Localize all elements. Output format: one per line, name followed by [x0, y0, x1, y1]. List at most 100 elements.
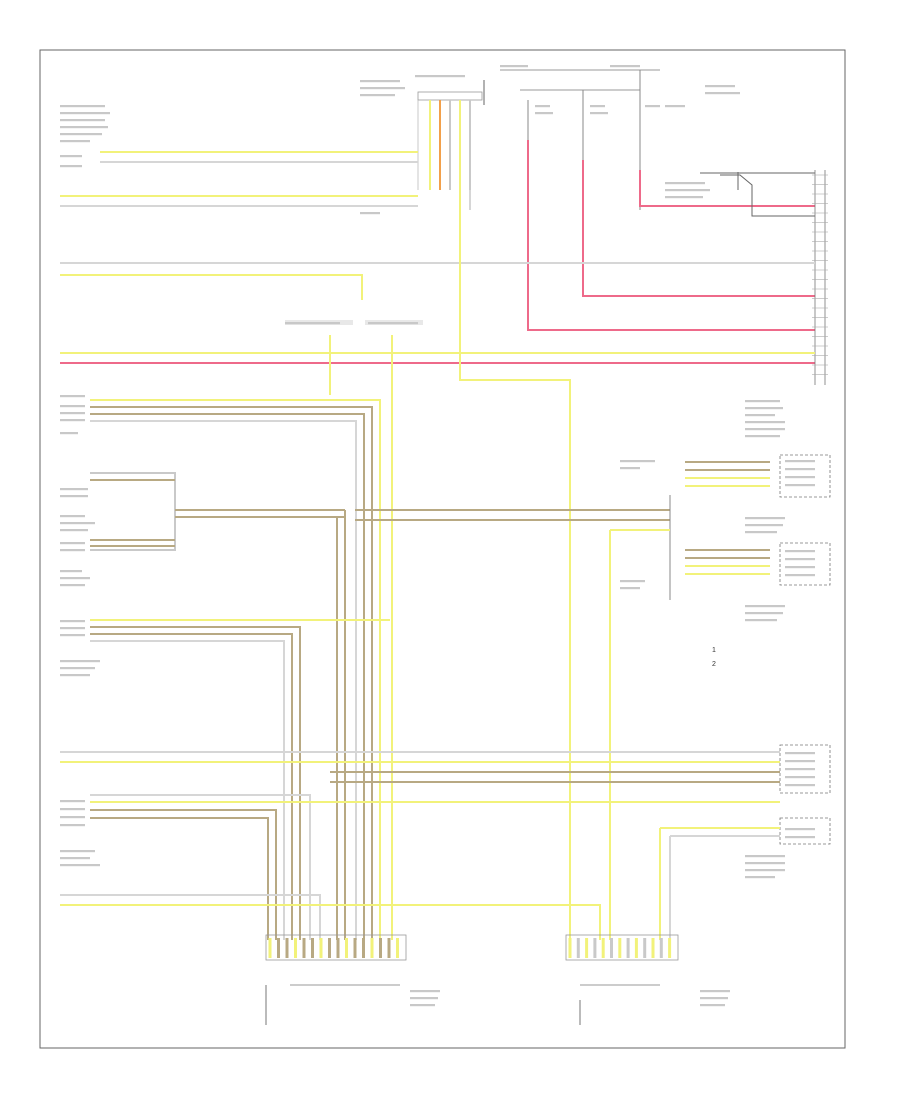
label-placeholder: [368, 322, 418, 325]
label-placeholder: [60, 105, 105, 108]
pin-terminal: [643, 938, 647, 958]
label-placeholder: [665, 196, 703, 199]
label-placeholder: [620, 460, 655, 463]
label-placeholder: [415, 75, 465, 78]
label-placeholder: [535, 112, 553, 115]
pin-terminal: [285, 938, 289, 958]
label-placeholder: [60, 627, 85, 630]
label-placeholder: [360, 212, 380, 215]
label-placeholder: [60, 155, 82, 158]
label-placeholder: [745, 421, 785, 424]
right-module-boxes: [779, 454, 831, 845]
label-placeholder: [785, 476, 815, 479]
pin-terminal: [659, 938, 663, 958]
label-placeholder: [360, 94, 395, 97]
label-placeholder: [60, 412, 85, 415]
label-placeholder: [785, 558, 815, 561]
bottom-left-connector: [265, 934, 407, 1025]
label-placeholder: [60, 529, 88, 532]
label-placeholder: [60, 405, 85, 408]
label-placeholder: [60, 577, 90, 580]
label-placeholder: [785, 468, 815, 471]
label-placeholder: [60, 112, 110, 115]
right-connector-pins: [814, 170, 826, 385]
left-harness-wires: [60, 151, 815, 354]
pin-terminal: [610, 938, 613, 958]
label-placeholder: [700, 997, 728, 1000]
label-placeholder: [60, 850, 95, 853]
label-placeholder: [60, 824, 85, 827]
pin-terminal: [379, 938, 382, 958]
label-placeholder: [745, 612, 783, 615]
label-placeholder: [60, 660, 100, 663]
label-placeholder: [745, 876, 775, 879]
label-placeholder: [745, 414, 775, 417]
legend-key-2: 2: [712, 661, 716, 668]
label-placeholder: [785, 752, 815, 755]
label-placeholder: [60, 584, 85, 587]
label-placeholder: [60, 488, 88, 491]
pin-terminal: [618, 938, 622, 958]
label-placeholder: [785, 550, 815, 553]
label-placeholder: [745, 407, 783, 410]
label-placeholder: [745, 400, 780, 403]
label-placeholder: [535, 105, 550, 108]
label-placeholder: [60, 542, 85, 545]
label-placeholder: [590, 105, 605, 108]
label-placeholder: [620, 587, 640, 590]
label-placeholder: [60, 395, 85, 398]
pin-terminal: [396, 938, 399, 958]
label-placeholder: [745, 524, 783, 527]
label-placeholder: [60, 864, 100, 867]
pin-terminal: [387, 938, 391, 958]
bottom-right-connector: [565, 934, 679, 1025]
label-placeholder: [60, 667, 95, 670]
pin-terminal: [328, 938, 331, 958]
label-placeholder: [60, 119, 105, 122]
label-placeholder: [360, 87, 405, 90]
label-placeholder: [60, 133, 102, 136]
label-placeholder: [60, 800, 85, 803]
label-placeholder: [60, 816, 85, 819]
label-placeholder: [705, 92, 740, 95]
label-placeholder: [60, 515, 85, 518]
top-center-connector: [417, 80, 485, 190]
label-placeholder: [745, 619, 777, 622]
pin-terminal: [362, 938, 365, 958]
pin-terminal: [353, 938, 357, 958]
label-placeholder: [500, 65, 528, 68]
pin-terminal: [336, 938, 340, 958]
label-placeholder: [665, 182, 705, 185]
label-placeholder: [60, 165, 82, 168]
label-placeholder: [785, 484, 815, 487]
label-placeholder: [745, 428, 785, 431]
pin-terminal: [345, 938, 348, 958]
label-placeholder: [60, 808, 85, 811]
label-placeholder: [610, 65, 640, 68]
pin-terminal: [668, 938, 672, 958]
long-vertical-wires: [459, 190, 571, 940]
pin-terminal: [585, 938, 589, 958]
label-placeholder: [620, 467, 640, 470]
lower-harness-wires: [60, 751, 780, 940]
right-modules-wiring: [355, 461, 770, 940]
label-placeholder: [410, 1004, 435, 1007]
label-placeholder: [745, 869, 785, 872]
label-placeholder: [705, 85, 735, 88]
legend-key-1: 1: [712, 647, 716, 654]
diagram-border: [39, 49, 846, 1049]
pin-terminal: [634, 938, 638, 958]
pin-terminal: [370, 938, 374, 958]
label-placeholder: [785, 776, 815, 779]
label-placeholder: [785, 828, 815, 831]
label-placeholder: [590, 112, 608, 115]
pin-terminal: [601, 938, 605, 958]
pin-terminal: [319, 938, 323, 958]
label-placeholder: [60, 140, 90, 143]
label-placeholder: [745, 855, 785, 858]
label-placeholder: [665, 105, 685, 108]
pin-terminal: [593, 938, 597, 958]
pin-terminal: [626, 938, 630, 958]
pin-terminal: [268, 938, 272, 958]
